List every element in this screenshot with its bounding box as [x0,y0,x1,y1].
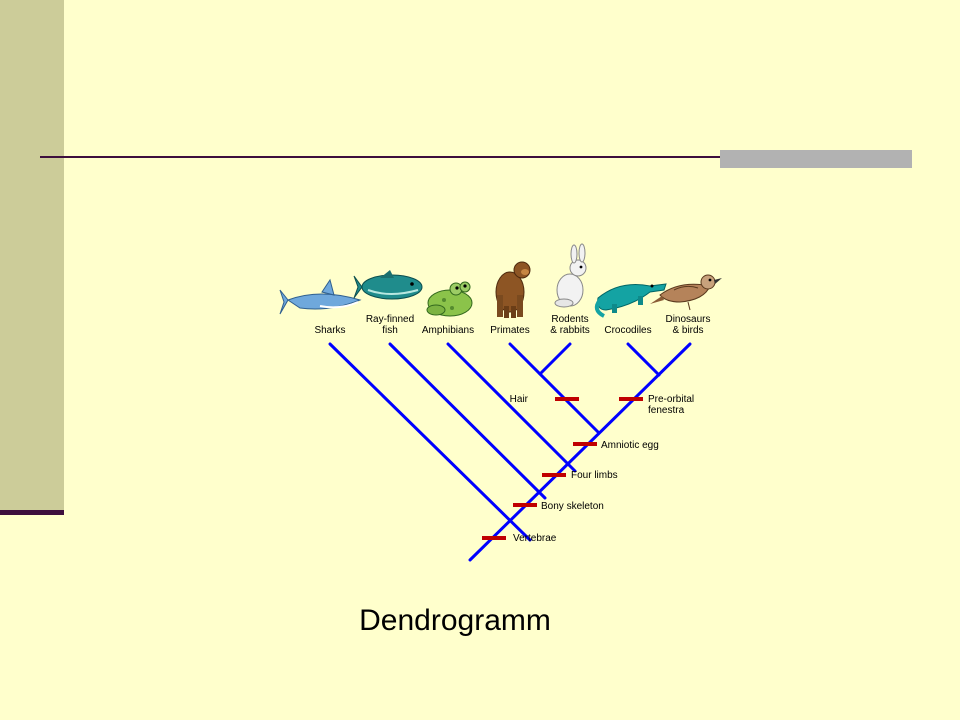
taxon-label-7: Dinosaurs& birds [665,314,710,336]
trait-bony-skeleton-label: Bony skeleton [541,501,604,512]
left-decorative-band [0,0,64,510]
taxon-label-6: Crocodiles [604,325,651,336]
bird-icon [650,274,722,311]
trait-four-limbs-label: Four limbs [571,470,618,481]
taxon-label-4: Primates [490,325,529,336]
left-band-bottom-rule [0,510,64,515]
frog-icon [426,281,473,317]
ape-icon [495,261,531,318]
shark-icon [279,278,362,315]
taxon-label-3: Amphibians [422,325,474,336]
trait-hair-label: Hair [510,394,529,405]
branch-primates [508,342,600,434]
taxon-label-1: Sharks [314,325,345,336]
branch-amphibians [446,342,577,473]
branch-sharks [328,342,532,542]
taxon-label-5: Rodents& rabbits [550,314,589,336]
slide-caption: Dendrogramm [359,604,551,637]
title-divider-accent [720,150,912,168]
branch-crocodiles [626,342,661,377]
branch-rodents-rabbits [538,342,572,376]
trait-vertebrae-label: Vertebrae [513,533,557,544]
trait-amniotic-egg-label: Amniotic egg [601,440,659,451]
rabbit-icon [554,243,587,308]
branch-ray-finned-fish [388,342,547,500]
branch-trunk [468,342,692,562]
tuna-icon [353,270,423,300]
title-divider-line [40,156,912,158]
crocodile-icon [594,283,667,318]
